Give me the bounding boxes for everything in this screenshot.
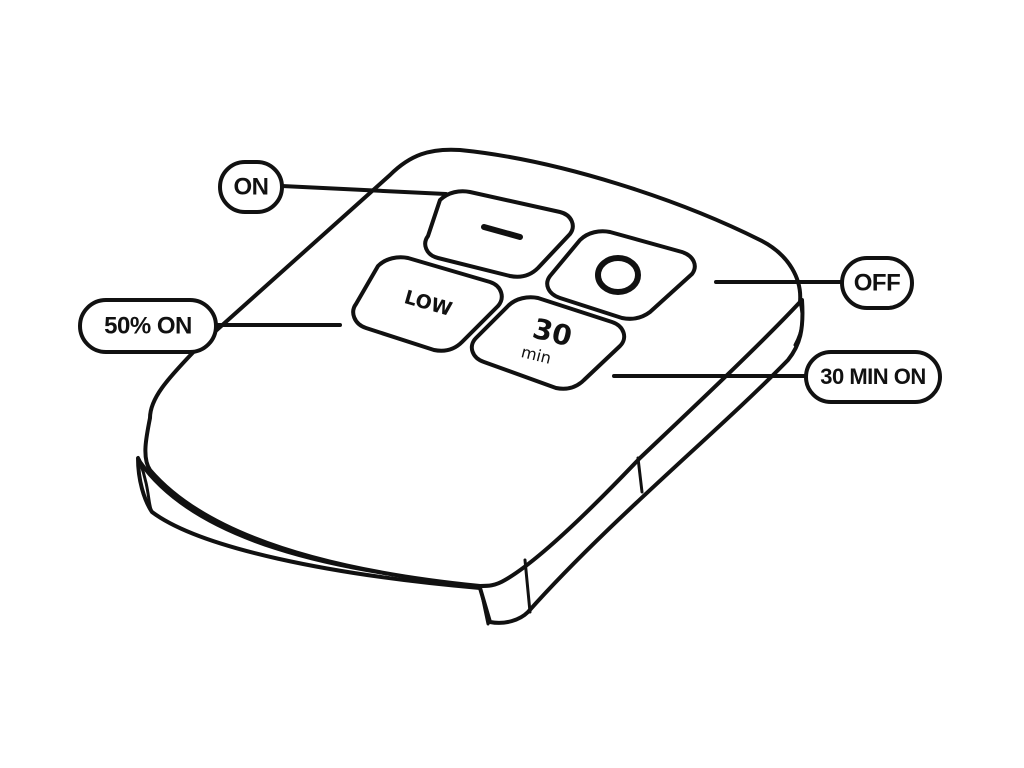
callout-line-on: [280, 184, 448, 196]
label-on: ON: [218, 160, 284, 214]
label-off: OFF: [840, 256, 914, 310]
label-half-on: 50% ON: [78, 298, 218, 354]
label-thirty-min-on-text: 30 MIN ON: [820, 364, 926, 389]
timer-button[interactable]: 30 min: [469, 295, 627, 391]
dash-icon: [481, 224, 523, 240]
label-thirty-min-on: 30 MIN ON: [804, 350, 942, 404]
remote-edge-left: [138, 460, 154, 514]
circle-icon: [595, 255, 641, 295]
label-off-text: OFF: [854, 269, 901, 296]
low-button[interactable]: LOW: [351, 255, 504, 353]
off-button[interactable]: [545, 229, 697, 321]
label-on-text: ON: [234, 173, 269, 200]
remote-edge-seam-3: [636, 456, 644, 494]
remote-edge-right: [793, 300, 804, 347]
remote-edge-seam-1: [478, 584, 490, 626]
label-half-on-text: 50% ON: [104, 312, 192, 339]
remote-edge-seam-2: [523, 558, 532, 614]
on-button[interactable]: [423, 189, 575, 279]
